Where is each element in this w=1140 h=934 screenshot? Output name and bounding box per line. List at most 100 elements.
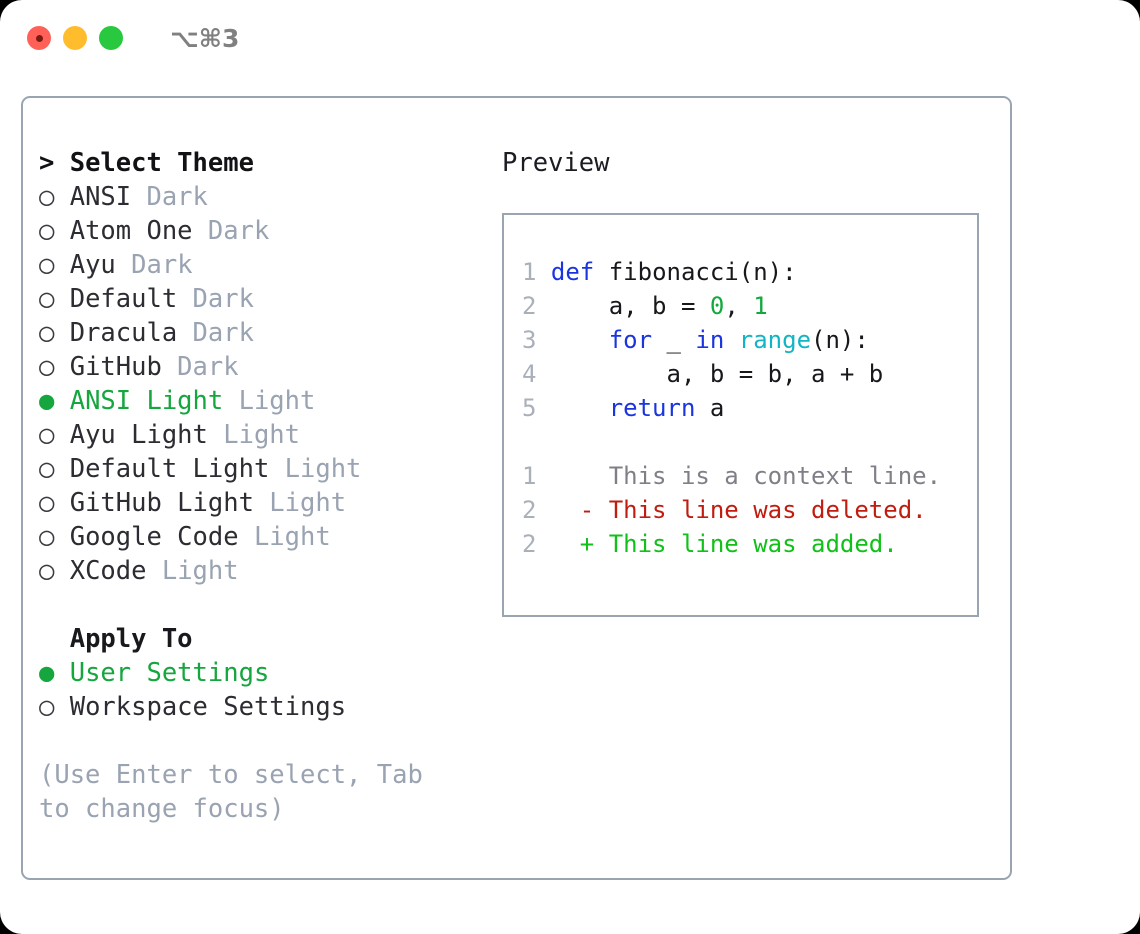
diff-sign [536,462,608,490]
diff-line-number: 2 [522,496,537,524]
hint-spacer [39,724,499,758]
code-token [724,326,738,354]
theme-variant-badge: Light [253,488,347,518]
theme-name-label: Ayu Light [54,420,208,450]
select-theme-heading: > Select Theme [39,146,499,180]
theme-name-label: Default Light [54,454,270,484]
theme-variant-badge: Dark [115,250,193,280]
code-token [551,394,609,422]
theme-list-item[interactable]: ○ ANSI Dark [39,180,499,214]
code-token: 0 [709,292,725,320]
theme-name-label: ANSI Light [54,386,224,416]
apply-to-item[interactable]: ● User Settings [39,656,499,690]
apply-to-label: User Settings [54,658,270,688]
theme-name-label: ANSI [54,182,132,212]
code-token: , [724,292,754,320]
preview-column: Preview 1 def fibonacci(n):2 a, b = 0, 1… [502,146,1002,617]
theme-variant-badge: Dark [177,284,254,314]
radio-unselected-icon: ○ [39,284,55,314]
code-token: in [695,326,725,354]
theme-list-item[interactable]: ○ Atom One Dark [39,214,499,248]
radio-unselected-icon: ○ [39,556,55,586]
theme-list-item[interactable]: ○ GitHub Dark [39,350,499,384]
theme-list-item[interactable]: ○ GitHub Light Light [39,486,499,520]
radio-unselected-icon: ○ [39,522,55,552]
diff-text: This line was added. [608,530,898,558]
title-bar: ⌥⌘3 [0,0,1140,76]
diff-line: 2 - This line was deleted. [522,493,977,527]
diff-line: 1 This is a context line. [522,459,977,493]
radio-unselected-icon: ○ [39,692,55,722]
code-line: 1 def fibonacci(n): [522,255,977,289]
theme-variant-badge: Light [238,522,331,552]
theme-list-item[interactable]: ○ Ayu Dark [39,248,499,282]
radio-unselected-icon: ○ [39,250,55,280]
line-number: 1 [522,258,537,286]
code-token: (n): [811,326,869,354]
maximize-window-icon[interactable] [99,26,123,50]
code-line: 5 return a [522,391,977,425]
code-token: a, b = b, a + b [550,360,884,388]
theme-list-item[interactable]: ○ Default Light Light [39,452,499,486]
preview-box: 1 def fibonacci(n): 2 a, b = 0, 1 3 for _ … [502,213,979,617]
apply-to-item[interactable]: ○ Workspace Settings [39,690,499,724]
apply-to-indent [39,624,70,654]
theme-name-label: Default [54,284,178,314]
radio-unselected-icon: ○ [39,182,55,212]
theme-name-label: GitHub Light [54,488,254,518]
keyboard-hint-text: (Use Enter to select, Tab to change focu… [39,760,439,824]
apply-to-label: Workspace Settings [54,692,347,722]
diff-line-number: 1 [522,462,537,490]
theme-variant-badge: Light [223,386,316,416]
radio-unselected-icon: ○ [39,420,55,450]
diff-preview: 1 This is a context line.2 - This line w… [522,459,977,561]
theme-name-label: XCode [54,556,147,586]
radio-selected-icon: ● [39,658,55,688]
minimize-window-icon[interactable] [63,26,87,50]
theme-variant-badge: Dark [161,352,239,382]
radio-unselected-icon: ○ [39,318,55,348]
apply-to-heading-label: Apply To [69,624,193,654]
code-token: for [608,326,653,354]
theme-name-label: Ayu [54,250,116,280]
theme-variant-badge: Light [269,454,362,484]
code-line: 3 for _ in range(n): [522,323,977,357]
line-number: 4 [522,360,537,388]
focus-caret-icon: > [39,148,70,178]
gutter-space [536,292,550,320]
theme-list-item[interactable]: ● ANSI Light Light [39,384,499,418]
theme-name-label: Atom One [54,216,193,246]
diff-line: 2 + This line was added. [522,527,977,561]
theme-list-item[interactable]: ○ Ayu Light Light [39,418,499,452]
theme-list-item[interactable]: ○ Google Code Light [39,520,499,554]
code-token: fibonacci(n): [594,258,797,286]
section-spacer [39,588,499,622]
theme-list-item[interactable]: ○ XCode Light [39,554,499,588]
gutter-space [536,326,550,354]
theme-list-item[interactable]: ○ Dracula Dark [39,316,499,350]
apply-to-heading: Apply To [39,622,499,656]
code-token: _ [652,326,696,354]
diff-sign: - [536,496,609,524]
code-line: 4 a, b = b, a + b [522,357,977,391]
radio-unselected-icon: ○ [39,454,55,484]
radio-unselected-icon: ○ [39,488,55,518]
close-window-icon[interactable] [27,26,51,50]
code-token: a, b = [550,292,710,320]
theme-variant-badge: Dark [192,216,270,246]
theme-list-item[interactable]: ○ Default Dark [39,282,499,316]
gutter-space [536,360,550,388]
theme-name-label: GitHub [54,352,162,382]
radio-unselected-icon: ○ [39,216,55,246]
keyboard-shortcut-label: ⌥⌘3 [170,23,240,53]
theme-variant-badge: Light [207,420,301,450]
theme-selector-column: > Select Theme ○ ANSI Dark○ Atom One Dar… [39,146,499,826]
diff-spacer [522,425,977,459]
main-panel: > Select Theme ○ ANSI Dark○ Atom One Dar… [21,96,1012,880]
gutter-space [536,394,550,422]
code-token: range [738,326,812,354]
code-token: return [608,394,696,422]
code-token: 1 [753,292,768,320]
